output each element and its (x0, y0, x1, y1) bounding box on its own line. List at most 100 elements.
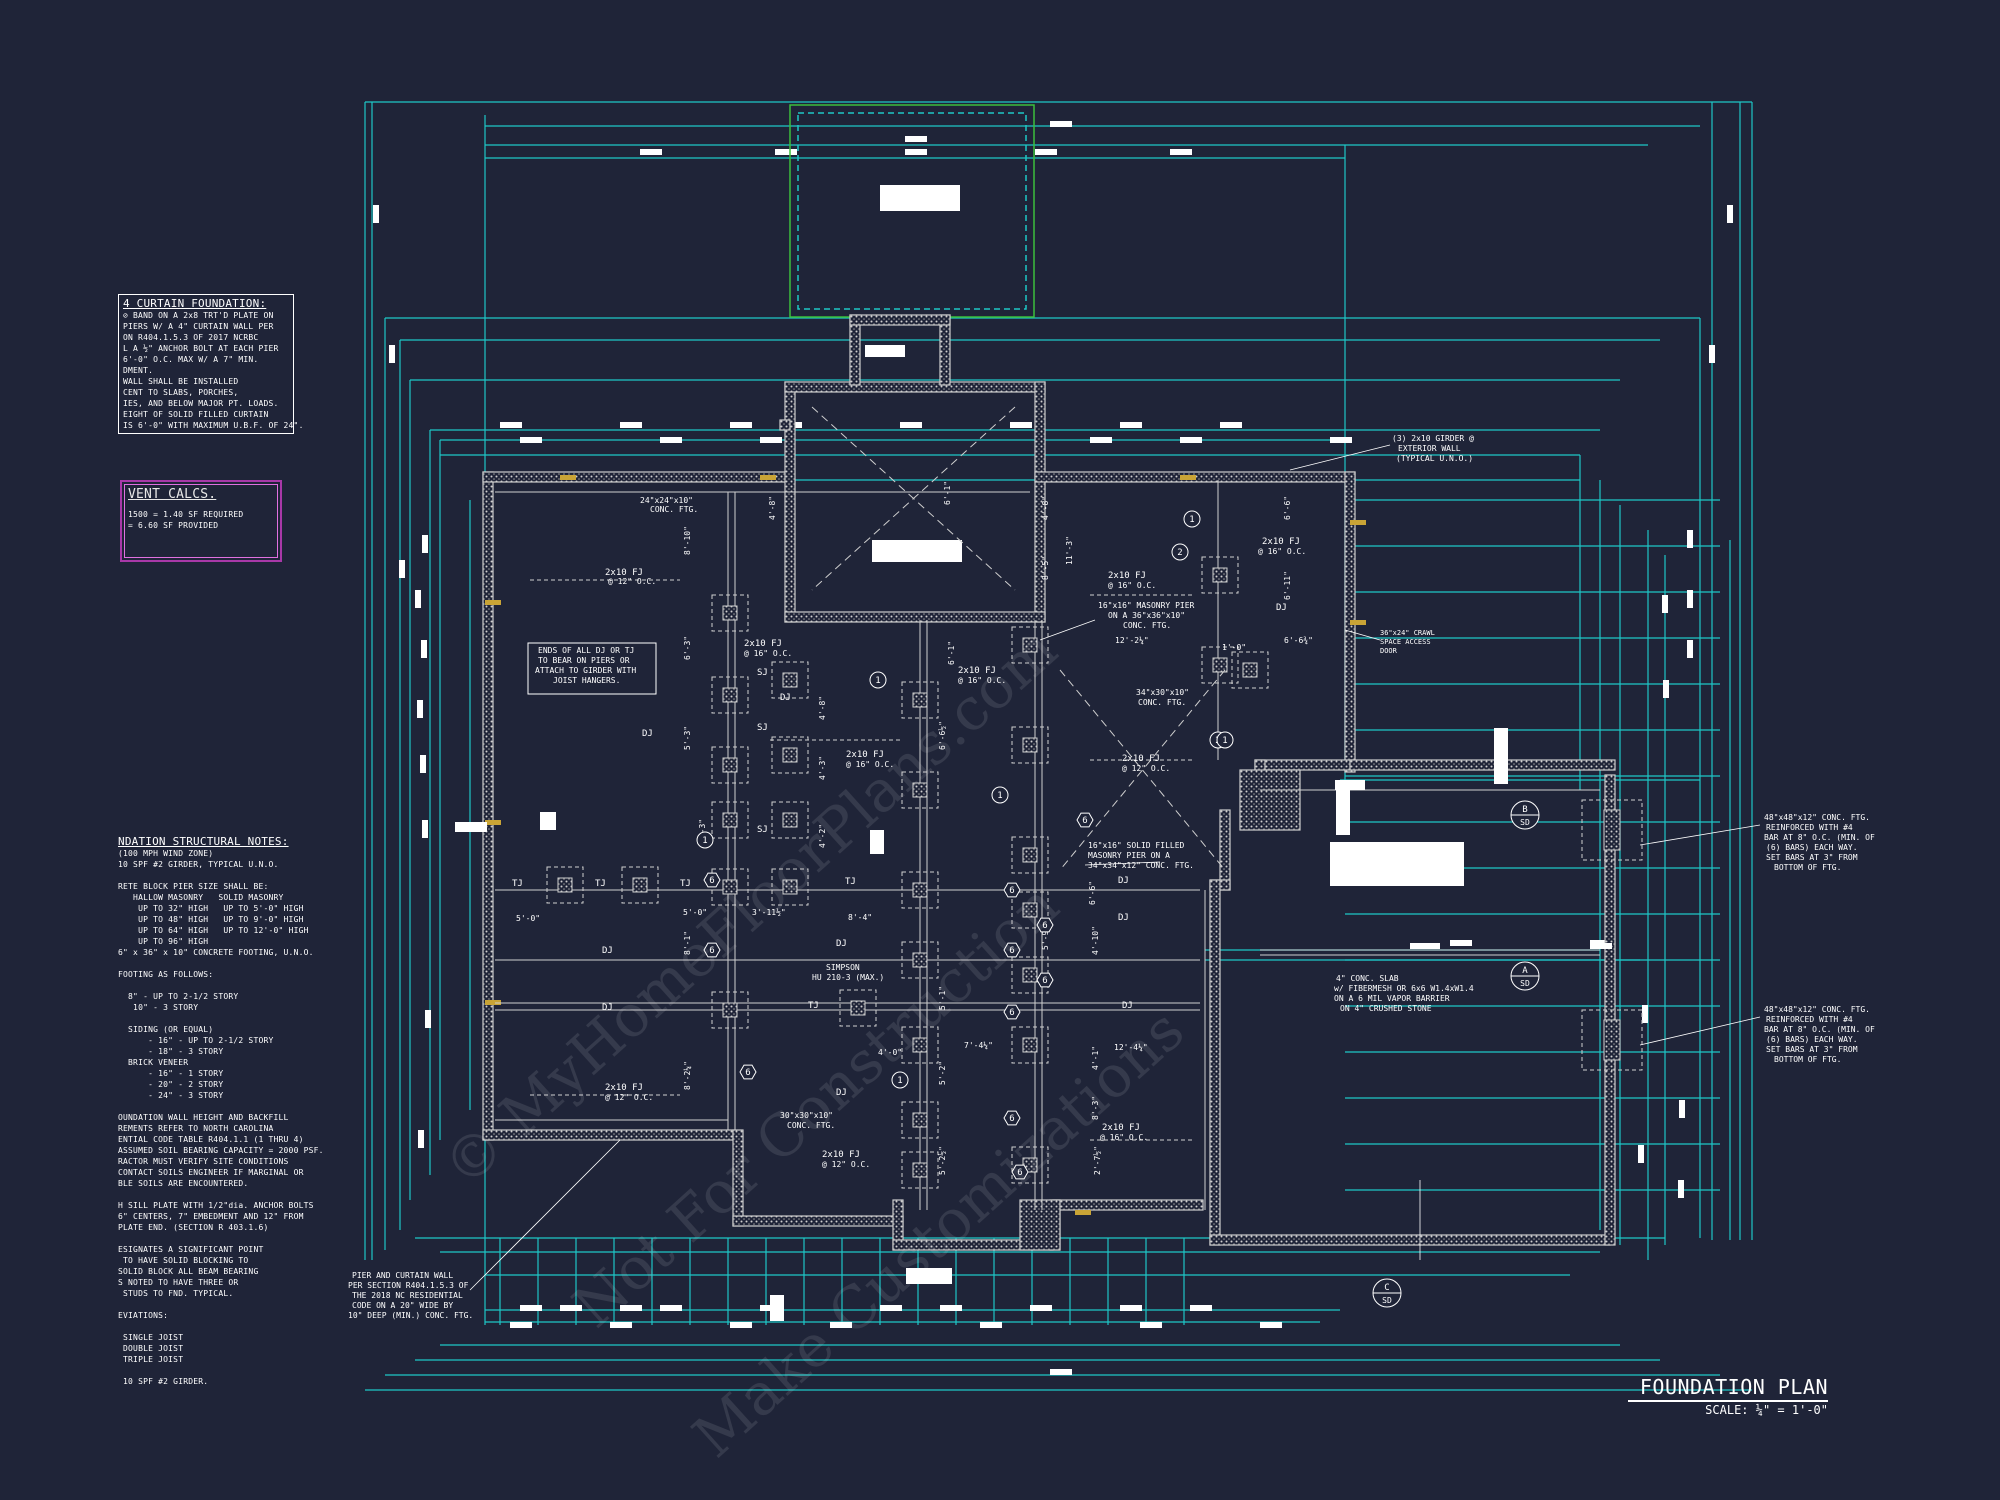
pier-footing (711, 594, 749, 632)
pier-footing (1011, 956, 1049, 994)
section-letter: C (1384, 1283, 1389, 1293)
masonry-pier (782, 747, 798, 763)
pier-tag-number: 1 (702, 836, 707, 846)
plan-label: 11'-3" (1065, 536, 1074, 565)
plan-label: ON A 36"x36"x10" (1108, 611, 1185, 620)
note-line: IS 6'-0" WITH MAXIMUM U.B.F. OF 24". (123, 421, 304, 430)
dimension-tick (1090, 437, 1112, 443)
hex-tag-shape (1003, 1110, 1021, 1126)
note-line: WALL SHALL BE INSTALLED (123, 377, 239, 386)
dimension-tick (660, 437, 682, 443)
hex-tag-number: 6 (1017, 1168, 1022, 1178)
dimension-tick (510, 1322, 532, 1328)
vent-opening (485, 600, 501, 605)
note-line: IES, AND BELOW MAJOR PT. LOADS. (123, 399, 279, 408)
masonry-pier (1212, 657, 1228, 673)
vent-opening (1180, 475, 1196, 480)
plan-label: 36"x24" CRAWL (1380, 629, 1435, 637)
note-line: 10 SPF #2 GIRDER, TYPICAL U.N.O. (118, 860, 279, 869)
note-box-outline (527, 642, 657, 695)
pier-footing (546, 866, 584, 904)
pier-tag-circle (869, 671, 887, 689)
dimension-tick (1140, 1322, 1162, 1328)
plan-label: BOTTOM OF FTG. (1774, 863, 1841, 872)
masonry-pier (1022, 1037, 1038, 1053)
vent-opening (1350, 520, 1366, 525)
plan-label: SPACE ACCESS (1380, 638, 1431, 646)
plan-label: 1'-0" (1222, 643, 1246, 652)
plan-label: MASONRY PIER ON A (1088, 851, 1170, 860)
dimension-tick (1678, 1180, 1684, 1198)
plan-label: @ 16" O.C. (1100, 1133, 1148, 1142)
masonry-pier (1242, 662, 1258, 678)
label-block (455, 822, 487, 832)
note-line: HALLOW MASONRY SOLID MASONRY (118, 893, 284, 902)
plan-label: ON A 6 MIL VAPOR BARRIER (1334, 994, 1450, 1003)
plan-label: @ 12" O.C. (1122, 764, 1170, 773)
note-line: UP TO 64" HIGH UP TO 12'-0" HIGH (118, 926, 309, 935)
note-line: FOOTING AS FOLLOWS: (118, 970, 214, 979)
plan-label: 12'-2¼" (1115, 636, 1149, 645)
dimension-tick (880, 1305, 902, 1311)
wall-segment (1349, 759, 1616, 771)
dimension-tick (730, 422, 752, 428)
pier-footing (901, 1151, 939, 1189)
plan-label: 4" CONC. SLAB (880, 541, 943, 550)
dimension-tick (1450, 940, 1472, 946)
plan-label: CODE ON A 20" WIDE BY (352, 1301, 453, 1310)
hex-tag-shape (739, 1064, 757, 1080)
note-line (118, 958, 358, 969)
vent-opening (560, 475, 576, 480)
plan-label: 34"x30"x10" (1136, 688, 1189, 697)
hex-tag-shape (1011, 1164, 1029, 1180)
dimension-tick (905, 136, 927, 142)
note-line: - 18" - 3 STORY (118, 1047, 224, 1056)
pier-tag-circle (891, 1071, 909, 1089)
plan-label: SET BARS AT 3" FROM (1766, 1045, 1858, 1054)
note-line: L A ½" ANCHOR BOLT AT EACH PIER (123, 344, 279, 353)
masonry-pier (1022, 967, 1038, 983)
dimension-tick (1190, 1305, 1212, 1311)
plan-label: 30"x30"x10" (780, 1111, 833, 1120)
leader-line (1344, 629, 1381, 641)
pier-footing (1011, 1026, 1049, 1064)
plan-label: SJ (757, 825, 768, 835)
plan-label: DJ (1122, 1001, 1133, 1011)
plan-label: 4'-3" (818, 756, 827, 780)
plan-label: ENDS OF ALL DJ OR TJ (538, 646, 634, 655)
plan-label: BOTTOM OF FTG. (1774, 1055, 1841, 1064)
pier-footing (771, 736, 809, 774)
dimension-lines (364, 101, 1753, 1391)
dimension-tick (640, 149, 662, 155)
wall-segment (1019, 1199, 1061, 1251)
plan-label: 16"x16" SOLID FILLED (1088, 841, 1185, 850)
dimension-tick (422, 820, 428, 838)
label-block (870, 830, 884, 854)
pier-tag-number: 2 (1177, 548, 1182, 558)
plan-label: 6'-6" (1283, 496, 1292, 520)
plan-label: DJ (1276, 603, 1287, 613)
dimension-tick (1687, 530, 1693, 548)
plan-label: 8'-5" (1041, 556, 1050, 580)
masonry-pier (722, 687, 738, 703)
dimension-tick (620, 422, 642, 428)
plan-label: (TYPICAL U.N.O.) (1396, 454, 1473, 463)
dimension-tick (399, 560, 405, 578)
plan-label: @ 16" O.C. (744, 649, 792, 658)
wall-segment (732, 1215, 904, 1227)
masonry-pier (722, 757, 738, 773)
plan-label: DJ (1118, 876, 1129, 886)
dimension-tick (730, 1322, 752, 1328)
vent-calcs-lines: 1500 = 1.40 SF REQUIRED= 6.60 SF PROVIDE… (128, 509, 274, 531)
leader-line (1639, 1016, 1761, 1046)
plan-label: TJ (845, 877, 856, 887)
dimension-tick (830, 1322, 852, 1328)
note-line: 8" - UP TO 2-1/2 STORY (118, 992, 239, 1001)
plan-label: JOIST HANGERS. (553, 676, 620, 685)
plan-label: 5'-2" (938, 1061, 947, 1085)
masonry-pier (912, 782, 928, 798)
hex-tag-shape (703, 872, 721, 888)
plan-label: 8'-10" (683, 526, 692, 555)
leader-line (1639, 824, 1761, 846)
